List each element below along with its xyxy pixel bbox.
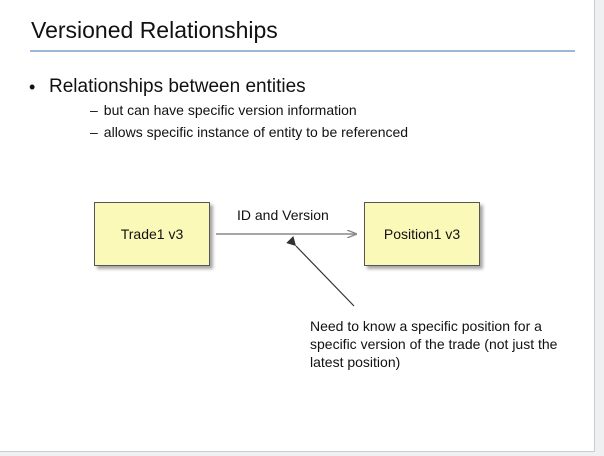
arrow-label: ID and Version bbox=[237, 207, 329, 223]
note-pointer-arrow bbox=[286, 236, 355, 307]
slide-canvas: Versioned Relationships • Relationships … bbox=[0, 0, 595, 452]
position-box-label: Position1 v3 bbox=[383, 226, 461, 242]
sub-bullet-1: –but can have specific version informati… bbox=[90, 102, 357, 118]
sub-bullet-dash: – bbox=[90, 124, 98, 140]
connector-layer bbox=[216, 0, 595, 307]
trade-box: Trade1 v3 bbox=[94, 202, 210, 266]
sub-bullet-dash: – bbox=[90, 102, 98, 118]
annotation-note: Need to know a specific position for a s… bbox=[310, 318, 558, 370]
bullet-marker: • bbox=[29, 77, 36, 97]
bullet-text: Relationships between entities bbox=[49, 76, 306, 97]
trade-box-label: Trade1 v3 bbox=[120, 226, 184, 242]
sub-bullet-2: –allows specific instance of entity to b… bbox=[90, 124, 408, 140]
sub-bullet-text: allows specific instance of entity to be… bbox=[103, 124, 409, 140]
position-box: Position1 v3 bbox=[364, 202, 480, 266]
sub-bullet-text: but can have specific version informatio… bbox=[103, 102, 357, 118]
notes-pane-edge bbox=[598, 8, 604, 238]
slide-title: Versioned Relationships bbox=[31, 17, 278, 43]
title-underline bbox=[30, 50, 575, 52]
